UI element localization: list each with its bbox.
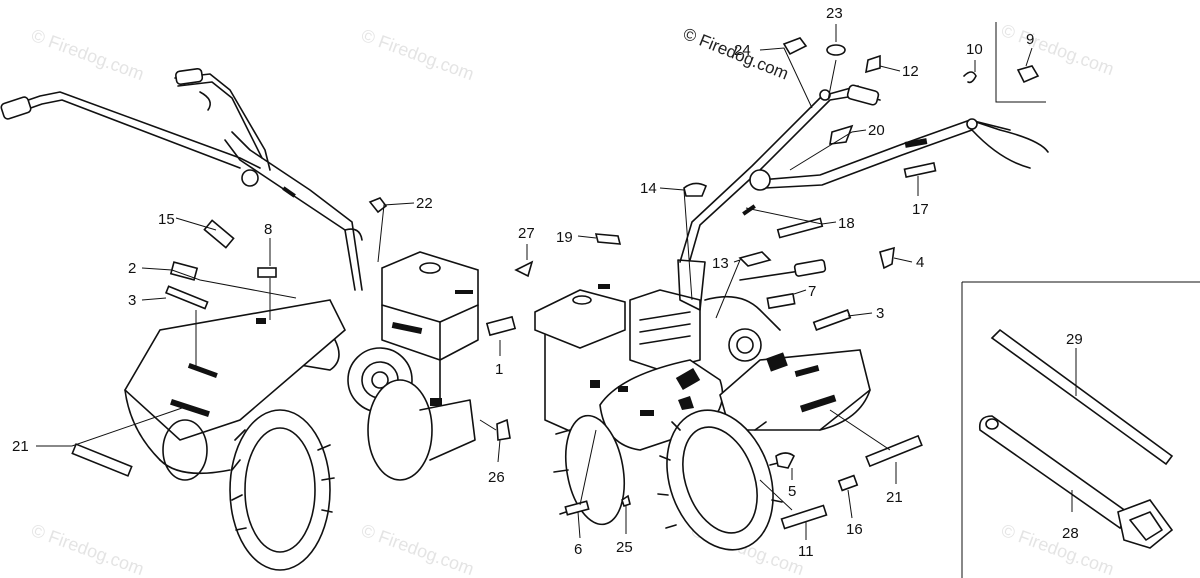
decal-3-right <box>812 309 852 331</box>
callout-26: 26 <box>488 469 505 486</box>
part-9-bracket <box>995 22 1046 103</box>
decal-13 <box>738 251 772 267</box>
watermark: © Firedog.com <box>29 25 147 84</box>
decal-16 <box>837 474 859 492</box>
callout-1: 1 <box>495 361 503 378</box>
washer-9 <box>1016 65 1040 84</box>
decal-24 <box>782 37 808 56</box>
callout-3-right: 3 <box>876 305 884 322</box>
callout-18: 18 <box>838 215 855 232</box>
decal-26 <box>496 418 511 441</box>
decal-27 <box>514 260 534 278</box>
decal-2 <box>169 261 199 281</box>
decal-22 <box>368 197 388 214</box>
callout-14: 14 <box>640 180 657 197</box>
watermark: © Firedog.com <box>359 25 477 84</box>
callout-17: 17 <box>912 201 929 218</box>
callout-29: 29 <box>1066 331 1083 348</box>
decal-12 <box>865 54 881 74</box>
callout-8: 8 <box>264 221 272 238</box>
callout-10: 10 <box>966 41 983 58</box>
right-decal-parts <box>514 37 1040 530</box>
callout-11: 11 <box>798 543 814 560</box>
callout-13: 13 <box>712 255 729 272</box>
decal-11 <box>780 504 828 530</box>
callout-25: 25 <box>616 539 633 556</box>
decal-17 <box>903 162 937 178</box>
callout-28: 28 <box>1062 525 1079 542</box>
watermark: © Firedog.com <box>999 520 1117 578</box>
callout-20: 20 <box>868 122 885 139</box>
decal-25 <box>621 494 631 508</box>
callout-23: 23 <box>826 5 843 22</box>
callout-15: 15 <box>158 211 175 228</box>
decal-1 <box>485 315 517 337</box>
decal-4 <box>879 246 895 270</box>
wrench-28 <box>978 415 1132 530</box>
decal-21-left <box>71 443 133 477</box>
decal-5 <box>775 452 796 469</box>
callout-5: 5 <box>788 483 796 500</box>
right-tiller-illustration <box>534 84 1049 551</box>
tool-kit-panel <box>961 281 1200 578</box>
watermark-main: © Firedog.com <box>681 24 792 83</box>
callout-12: 12 <box>902 63 919 80</box>
rod-29 <box>990 328 1174 466</box>
decal-21-right <box>865 434 923 468</box>
callout-27: 27 <box>518 225 535 242</box>
callout-4: 4 <box>916 254 924 271</box>
callout-2: 2 <box>128 260 136 277</box>
watermark: © Firedog.com <box>359 520 477 578</box>
callout-6: 6 <box>574 541 582 558</box>
callout-21-right: 21 <box>886 489 903 506</box>
callout-19: 19 <box>556 229 573 246</box>
callout-9: 9 <box>1026 31 1034 48</box>
callout-22: 22 <box>416 195 433 212</box>
watermark: © Firedog.com <box>29 520 147 578</box>
left-decal-parts <box>71 197 517 477</box>
washer-23 <box>826 44 846 56</box>
decal-8 <box>257 267 277 278</box>
callout-21-left: 21 <box>12 438 29 455</box>
callout-24: 24 <box>734 42 751 59</box>
decal-14 <box>683 182 708 197</box>
decal-7 <box>766 292 796 310</box>
decal-19 <box>594 233 622 245</box>
callout-labels: 15 8 2 3 21 22 1 26 27 19 14 13 7 4 3 18… <box>12 5 1083 560</box>
watermark: © Firedog.com <box>999 20 1117 79</box>
callout-16: 16 <box>846 521 863 538</box>
callout-3-left: 3 <box>128 292 136 309</box>
left-tiller-illustration <box>0 67 479 571</box>
clip-10 <box>963 71 977 84</box>
wrench-28-socket <box>1117 499 1174 549</box>
decal-18 <box>776 217 824 239</box>
leader-lines <box>36 24 1077 540</box>
callout-7: 7 <box>808 283 816 300</box>
decal-20 <box>829 124 854 145</box>
decal-6 <box>564 500 590 516</box>
decal-15 <box>203 219 235 249</box>
decal-3-left <box>164 285 209 310</box>
